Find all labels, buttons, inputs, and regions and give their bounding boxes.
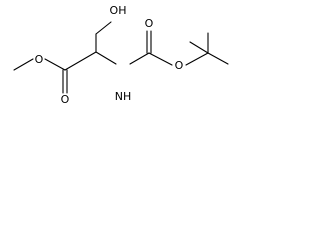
bond-carbamate-ether-o [148, 52, 173, 66]
bond-tert-methyl-right [207, 52, 229, 65]
bond-alpha-nh [95, 51, 117, 65]
bond-carbonyl-alpha [64, 51, 97, 71]
bond-ch2-oh [95, 21, 112, 35]
bond-methyl-ester-o [13, 58, 34, 71]
atom-label-amine: NH [115, 90, 132, 103]
bond-lines [13, 21, 229, 94]
atom-label-ester-carbonyl-oxygen: O [61, 93, 70, 106]
atom-label-carbamate-carbonyl-oxygen: O [145, 17, 154, 30]
bond-nh-carbamate [129, 52, 150, 65]
bond-tert-methyl-left [189, 41, 209, 54]
bond-ester-o-carbonyl [44, 58, 66, 71]
atom-label-carbamate-ether-oxygen: O [175, 59, 184, 72]
atom-label-hydroxyl: OH [110, 4, 127, 17]
chemical-structure: OH O O NH O O [13, 4, 229, 106]
atom-label-ester-ether-oxygen: O [35, 53, 44, 66]
atom-labels: OH O O NH O O [35, 4, 184, 106]
bond-ether-o-tert-carbon [185, 52, 209, 66]
